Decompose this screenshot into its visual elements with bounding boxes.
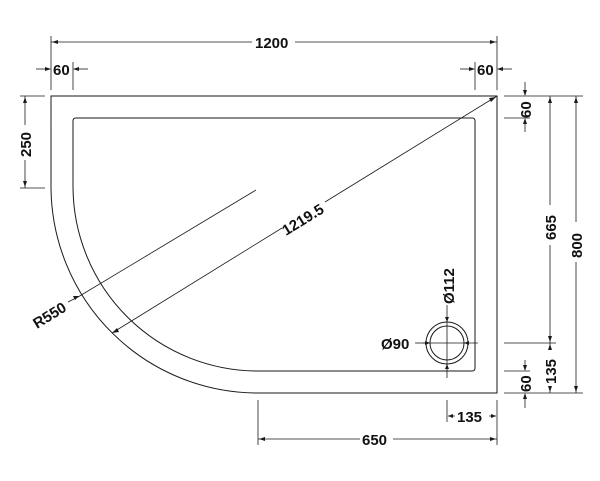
dim-rim-left [36, 62, 88, 90]
rim-bottom-label: 60 [518, 375, 535, 392]
dim-front-straight [257, 400, 497, 445]
radius-label: R550 [30, 299, 69, 332]
dim-rim-bottom [523, 360, 527, 408]
dim-rim-top [504, 82, 530, 132]
inner-depth-label: 665 [543, 215, 560, 240]
waste-from-front-label: 135 [543, 359, 560, 384]
waste-from-right-label: 135 [457, 409, 482, 426]
tray-outer-outline [50, 95, 498, 394]
diagonal-label: 1219.5 [279, 201, 327, 240]
dim-diagonal [111, 95, 498, 334]
front-straight-label: 650 [362, 432, 387, 449]
dim-inner-depth [548, 96, 552, 343]
waste-inner-diameter-label: Ø90 [381, 336, 409, 353]
dim-waste-from-right [446, 400, 498, 445]
dim-overall-width [50, 36, 498, 90]
dim-radius [67, 189, 257, 303]
dim-waste-from-front [548, 343, 552, 393]
overall-width-label: 1200 [255, 35, 288, 52]
dim-rim-right [460, 62, 512, 90]
dim-overall-depth [574, 96, 578, 393]
rim-top-label: 60 [518, 101, 535, 118]
dim-straight-left [20, 95, 45, 189]
rim-left-label: 60 [53, 62, 70, 79]
overall-depth-label: 800 [569, 233, 586, 258]
rim-right-label: 60 [477, 62, 494, 79]
tray-inner-outline [72, 117, 476, 372]
waste-outlet [415, 305, 478, 378]
straight-left-label: 250 [18, 132, 35, 157]
waste-outer-diameter-label: Ø112 [441, 268, 458, 304]
